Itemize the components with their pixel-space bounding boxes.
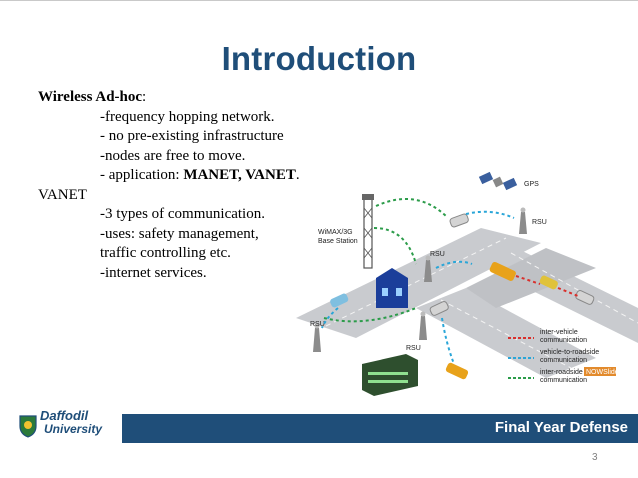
legend-label-3a: inter-roadside xyxy=(540,369,583,376)
bullet-three-types: -3 types of communication. xyxy=(100,206,265,222)
rsu-label-bottom: RSU xyxy=(406,345,421,352)
bullet-traffic: traffic controlling etc. xyxy=(100,245,231,261)
top-border xyxy=(0,0,638,1)
bullet-application: - application: MANET, VANET. xyxy=(38,166,328,186)
application-prefix: - application: xyxy=(100,167,184,183)
vehicles xyxy=(330,213,595,380)
car-icon xyxy=(429,301,449,316)
rsu-antenna-icon xyxy=(424,255,432,282)
page-number: 3 xyxy=(592,452,598,463)
inter-roadside-link xyxy=(373,227,417,265)
inter-roadside-link xyxy=(323,307,417,323)
car-icon xyxy=(575,290,595,305)
footer-text: Final Year Defense xyxy=(494,419,628,436)
heading-colon: : xyxy=(142,89,147,105)
rsu-label-mid: RSU xyxy=(430,251,445,258)
slide-body: Wireless Ad-hoc: -frequency hopping netw… xyxy=(38,88,328,283)
heading-wireless-adhoc-label: Wireless Ad-hoc xyxy=(38,89,143,105)
car-icon xyxy=(445,362,469,380)
footer-bar: Final Year Defense xyxy=(122,414,638,443)
vehicle-to-roadside-link xyxy=(465,210,515,219)
diagram-legend: inter-vehicle communication vehicle-to-r… xyxy=(508,329,622,384)
bullet-internet: -internet services. xyxy=(100,264,207,281)
rsu-antenna-icon xyxy=(313,323,321,352)
logo-name-line2: University xyxy=(44,422,103,436)
watermark-text: NOWSlider xyxy=(586,369,622,376)
application-values: MANET, VANET xyxy=(183,167,296,183)
legend-label-2b: communication xyxy=(540,357,587,364)
car-icon xyxy=(449,213,469,228)
car-icon xyxy=(539,275,558,290)
slide-title: Introduction xyxy=(221,40,417,77)
legend-label-1b: communication xyxy=(540,337,587,344)
communication-links xyxy=(321,198,579,365)
application-suffix: . xyxy=(295,167,300,183)
inter-roadside-link xyxy=(375,198,447,217)
legend-label-1a: inter-vehicle xyxy=(540,329,578,336)
watermark-badge xyxy=(584,367,616,376)
heading-wireless-adhoc: Wireless Ad-hoc: xyxy=(38,88,328,108)
legend-label-2a: vehicle-to-roadside xyxy=(540,349,599,356)
rsu-label-top: RSU xyxy=(532,219,547,226)
car-icon xyxy=(330,293,349,308)
bullet-nodes-free: -nodes are free to move. xyxy=(100,147,246,164)
vehicle-to-roadside-link xyxy=(321,307,339,329)
house-icon xyxy=(376,268,408,308)
gps-satellite-icon xyxy=(478,171,518,191)
vehicle-to-roadside-link xyxy=(441,317,455,365)
bus-icon xyxy=(489,261,516,281)
base-station-tower-icon xyxy=(362,194,374,269)
logo-name-line1: Daffodil xyxy=(40,408,89,423)
gps-label: GPS xyxy=(524,181,539,188)
bullet-uses: -uses: safety management, xyxy=(100,225,259,242)
inter-vehicle-link xyxy=(515,275,541,285)
heading-vanet: VANET xyxy=(38,186,87,203)
legend-label-3b: communication xyxy=(540,377,587,384)
office-building-icon xyxy=(362,354,418,396)
base-station-label-2: Base Station xyxy=(318,238,358,245)
bullet-no-infrastructure: - no pre-existing infrastructure xyxy=(100,128,284,144)
university-logo: Daffodil University xyxy=(18,408,118,442)
rsu-label-left: RSU xyxy=(310,321,325,328)
vanet-diagram: WiMAX/3G Base Station GPS RSU RSU RSU RS… xyxy=(296,171,638,396)
vehicle-to-roadside-link xyxy=(435,260,473,269)
bullet-frequency-hopping: -frequency hopping network. xyxy=(100,108,275,125)
rsu-antenna-icon xyxy=(419,311,427,340)
road-network xyxy=(296,228,638,378)
rsu-antenna-icon xyxy=(519,207,527,234)
base-station-label-1: WiMAX/3G xyxy=(318,229,353,236)
shield-icon xyxy=(19,415,37,438)
